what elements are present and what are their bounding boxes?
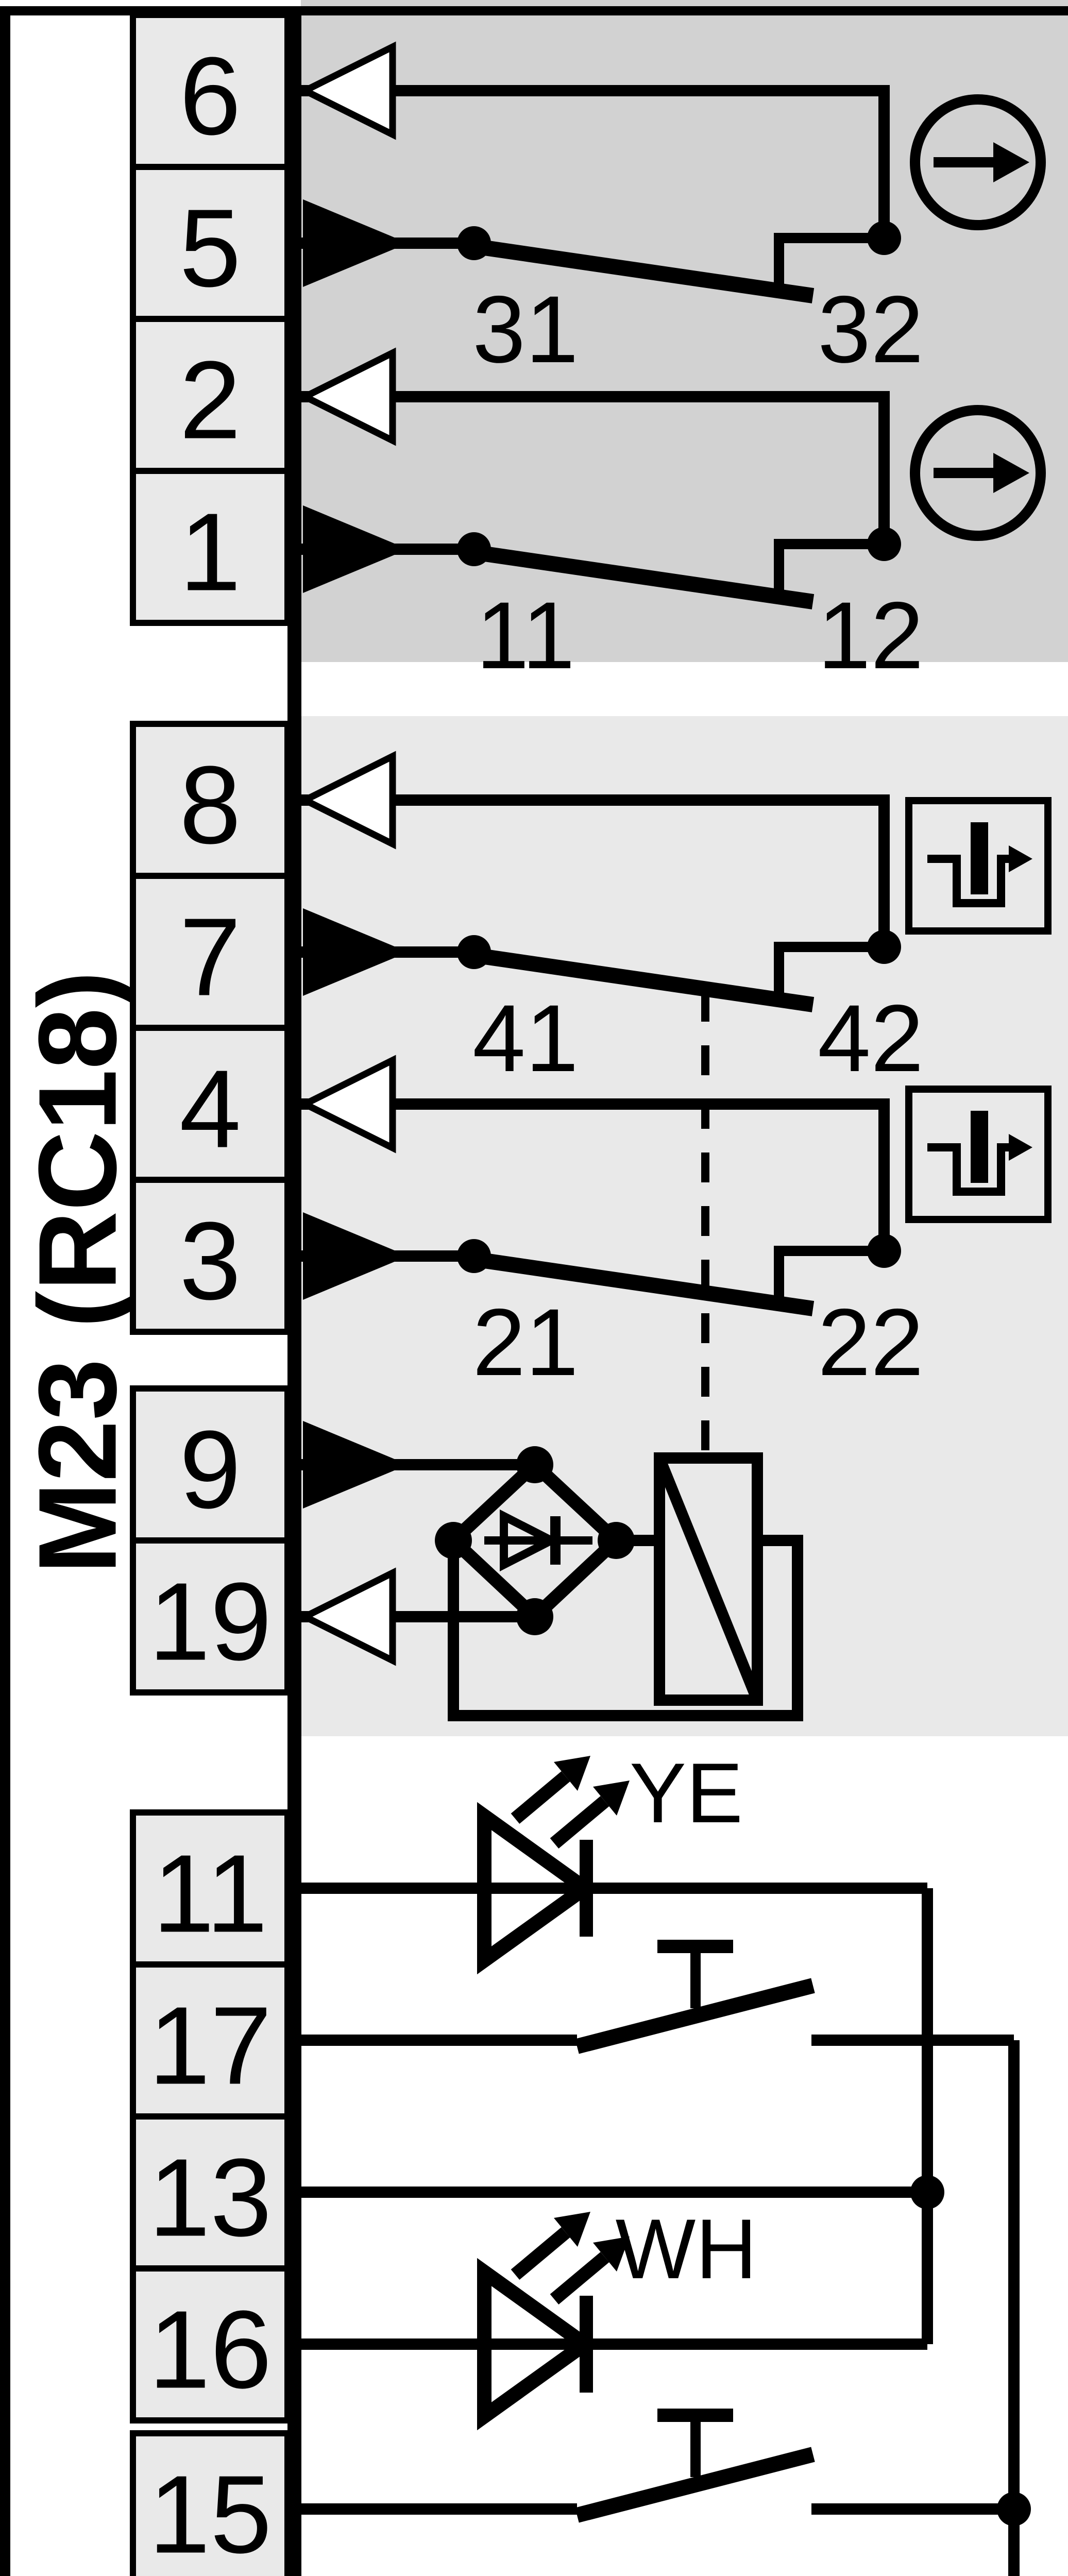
pin-label-5: 5 [179,186,241,310]
outline-left-border [0,6,10,2576]
bridge-node-top [516,1446,553,1483]
pin-label-3: 3 [179,1199,241,1323]
pin-box-13: 13 [130,2113,291,2272]
contact-11-blade [472,545,815,609]
contact-31-blade [472,239,815,303]
pin-box-9: 9 [130,1385,291,1544]
contact-21-blade [472,1251,815,1316]
switch-actuator-mark-icon [657,1940,733,2008]
circuit-pin13 [301,2175,944,2209]
switch-17-blade [575,1978,815,2054]
output-arrow-icon [297,1567,396,1666]
pin-box-6: 6 [130,12,291,170]
output-arrow-icon [297,41,396,140]
led-white-label: WH [616,2201,757,2296]
pin-label-15: 15 [148,2452,272,2576]
pin-box-1: 1 [130,468,291,626]
pin-column: 6 5 2 1 8 7 4 3 [130,12,291,2576]
pin-box-8: 8 [130,721,291,879]
pin-box-3: 3 [130,1177,291,1335]
led-yellow-icon [477,1802,598,1975]
contact-12-seat [774,539,884,595]
input-arrow-icon [303,1212,408,1300]
pin-label-1: 1 [179,490,241,614]
monitoring-contacts-section-bg [301,716,1068,1736]
plunger-slot-icon [905,797,1052,935]
circuit-contact-11-12: 11 12 [297,347,1046,689]
connector-label: M23 (RC18) [15,971,140,1574]
pin-label-17: 17 [148,1984,272,2108]
switch-actuator-mark-icon [657,2409,733,2477]
led-emission-arrows-icon [511,1756,630,1849]
output-arrow-icon [297,347,396,446]
pin-label-16: 16 [148,2287,272,2412]
wire-pin8 [301,794,890,943]
bridge-diode-symbol [484,1509,592,1572]
junction-dot-13 [910,2175,944,2209]
pin-box-11: 11 [130,1809,291,1968]
wire-pin4 [301,1098,890,1247]
circuit-contact-41-42: 41 42 [297,751,1052,1092]
pin-box-17: 17 [130,1961,291,2120]
contact-label-22: 22 [818,1290,924,1396]
contact-label-42: 42 [818,986,924,1092]
wire-pin6 [301,85,890,234]
pin-box-5: 5 [130,164,291,322]
contact-label-12: 12 [818,583,924,689]
contact-label-32: 32 [818,277,924,383]
contact-42-seat [774,942,884,997]
pin-label-2: 2 [179,338,241,462]
input-arrow-icon [303,908,408,996]
circuit-switch-17 [301,1940,1014,2054]
contact-label-41: 41 [472,986,579,1092]
led-emission-arrows-icon [511,2212,630,2304]
circuit-contact-21-22: 21 22 [297,1055,1052,1396]
input-arrow-icon [303,199,408,287]
circuit-led-white: WH [301,2201,927,2431]
bridge-node-bottom [516,1598,553,1635]
pin-label-7: 7 [179,895,241,1019]
circuit-relay-bridge [297,1421,803,1721]
contact-41-blade [472,947,815,1012]
circuit-led-yellow: YE [301,1745,927,1975]
circuit-contact-31-32: 31 32 [297,41,1046,383]
arrow-circle-icon [910,94,1046,230]
contact-label-11: 11 [476,583,575,689]
switch-15-blade [575,2447,815,2523]
pin-label-9: 9 [179,1408,241,1532]
input-arrow-icon [303,1421,408,1509]
pin-box-2: 2 [130,316,291,474]
pin-label-19: 19 [148,1560,272,1684]
led-yellow-label: YE [630,1745,743,1840]
pin-box-15: 15 [130,2430,291,2576]
pin-box-4: 4 [130,1025,291,1183]
pin-label-4: 4 [179,1047,241,1171]
arrow-circle-icon [910,405,1046,541]
relay-coil-icon [654,1452,763,1706]
pin-box-7: 7 [130,873,291,1031]
output-arrow-icon [297,751,396,850]
pin-label-11: 11 [152,1832,267,1956]
contact-22-seat [774,1246,884,1301]
relay-return-loop [448,1535,803,1721]
input-arrow-icon [303,505,408,593]
wire-pin2 [301,391,890,540]
plunger-slot-icon [905,1086,1052,1223]
pin-label-8: 8 [179,743,241,867]
led-white-icon [477,2258,598,2431]
pin-box-16: 16 [130,2265,291,2424]
contact-label-31: 31 [472,277,579,383]
contact-32-seat [774,233,884,289]
contact-label-21: 21 [472,1290,579,1396]
pin-label-6: 6 [179,34,241,158]
output-arrow-icon [297,1055,396,1154]
circuit-switch-15 [301,2409,1031,2526]
pin-label-13: 13 [148,2136,272,2260]
junction-dot-15 [997,2492,1031,2526]
pin-box-19: 19 [130,1537,291,1696]
